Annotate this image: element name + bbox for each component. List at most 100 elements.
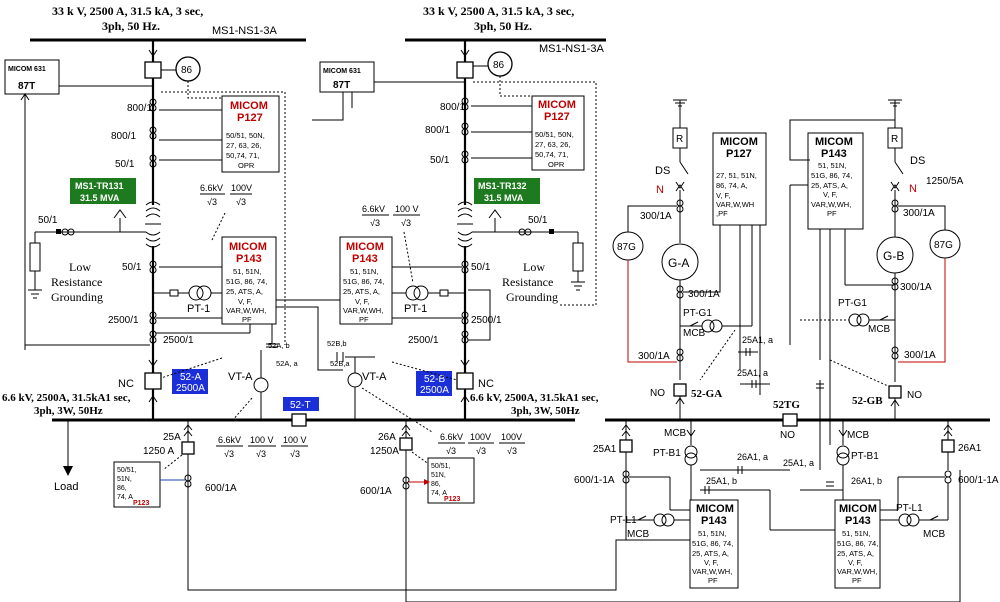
svg-text:MICOM: MICOM [815,136,853,148]
svg-text:300/1A: 300/1A [903,208,935,219]
svg-text:25, ATS, A,: 25, ATS, A, [837,549,874,558]
svg-text:2500A: 2500A [420,385,449,396]
left-pt1: PT-1 [187,303,210,315]
bus-tie-52tg[interactable] [782,413,798,427]
svg-text:27, 63, 26,: 27, 63, 26, [535,140,570,149]
left-micom-p143 [221,236,277,325]
svg-text:52-A: 52-A [180,372,201,383]
svg-text:51, 51N,: 51, 51N, [698,529,726,538]
svg-text:DS: DS [910,155,925,167]
svg-text:3ph, 3W, 50Hz: 3ph, 3W, 50Hz [511,405,580,417]
svg-text:√3: √3 [224,449,234,459]
right-52b-label [416,371,452,396]
svg-text:Low: Low [69,260,91,274]
svg-text:52A, b: 52A, b [268,341,290,350]
svg-text:PF: PF [852,576,862,585]
svg-text:51N,: 51N, [431,472,446,479]
svg-text:MICOM 631: MICOM 631 [323,68,361,75]
left-bus-name: MS1-NS1-3A [212,25,277,37]
right-breaker-52b[interactable] [456,372,474,390]
left-hv-breaker[interactable] [144,61,162,79]
svg-text:MICOM: MICOM [839,503,877,515]
svg-text:50/51, 50N,: 50/51, 50N, [226,131,265,140]
svg-text:G-B: G-B [883,249,904,263]
breaker-52ga[interactable] [673,383,687,397]
svg-text:PT-B1: PT-B1 [851,451,879,462]
gen-micom-p143 [807,132,864,230]
svg-text:MS1-TR132: MS1-TR132 [478,181,527,191]
svg-text:MICOM: MICOM [720,136,758,148]
svg-text:MCB: MCB [847,430,870,441]
svg-text:6.6kV: 6.6kV [218,435,241,445]
svg-text:50/1: 50/1 [122,262,142,273]
svg-text:300/1A: 300/1A [900,282,932,293]
svg-text:52B,a: 52B,a [330,359,350,368]
right-incomer: 33 k V, 2500 A, 31.5 kA, 3 sec, 3ph, 50 … [276,4,606,433]
right-pt1: PT-1 [404,303,427,315]
svg-text:√3: √3 [401,218,411,228]
svg-text:PT-G1: PT-G1 [683,308,712,319]
left-feeder-p123 [113,461,161,508]
svg-text:300/1A: 300/1A [904,350,936,361]
svg-text:800/1: 800/1 [440,102,465,113]
svg-text:51N,: 51N, [117,476,132,483]
load-feeder: Load [54,420,78,493]
breaker-52gb[interactable] [888,385,902,399]
right-micom-p127 [531,95,585,171]
svg-text:MICOM 631: MICOM 631 [8,66,46,73]
svg-text:Grounding: Grounding [506,290,558,304]
left-supply-line1: 33 k V, 2500 A, 31.5 kA, 3 sec, [52,4,203,18]
left-breaker-52a[interactable] [144,372,162,390]
svg-text:V, F,: V, F, [823,190,837,199]
svg-text:6.6kV: 6.6kV [200,183,223,193]
svg-text:52-B: 52-B [424,374,445,385]
svg-text:VAR,W,WH,: VAR,W,WH, [343,306,383,315]
svg-text:2500/1: 2500/1 [408,335,439,346]
svg-text:26A1, a: 26A1, a [737,452,768,462]
svg-text:NO: NO [650,388,665,399]
svg-text:50,74, 71,: 50,74, 71, [226,151,259,160]
svg-text:1250A: 1250A [370,446,399,457]
svg-text:74, A: 74, A [431,490,447,497]
svg-text:26A1, b: 26A1, b [851,476,882,486]
svg-text:OPR: OPR [238,161,255,170]
svg-text:51G, 86, 74,: 51G, 86, 74, [343,277,384,286]
svg-text:V, F,: V, F, [355,297,369,306]
svg-text:25A1, a: 25A1, a [742,335,773,345]
svg-text:V, F,: V, F, [848,558,862,567]
svg-text:86,: 86, [431,481,441,488]
svg-text:100V: 100V [470,432,491,442]
svg-text:27, 51, 51N,: 27, 51, 51N, [716,171,757,180]
svg-text:51, 51N,: 51, 51N, [233,267,261,276]
svg-text:VAR,W,WH,: VAR,W,WH, [837,567,877,576]
svg-text:G-A: G-A [668,256,689,270]
svg-text:51, 51N,: 51, 51N, [842,529,870,538]
right-micom631 [319,61,375,93]
svg-text:51G, 86, 74,: 51G, 86, 74, [226,277,267,286]
gen-micom-p127 [712,132,767,226]
svg-text:3ph, 50 Hz.: 3ph, 50 Hz. [474,19,532,33]
svg-text:P123: P123 [444,496,460,503]
svg-text:50/51, 50N,: 50/51, 50N, [535,130,574,139]
svg-text:P123: P123 [133,500,149,507]
svg-text:2500/1: 2500/1 [163,335,194,346]
svg-text:100V: 100V [501,432,522,442]
svg-text:6.6kV: 6.6kV [362,204,385,214]
svg-text:52-GA: 52-GA [691,388,722,400]
svg-text:MS1-NS1-3A: MS1-NS1-3A [539,43,604,55]
svg-text:√3: √3 [256,449,266,459]
svg-text:V, F,: V, F, [704,558,718,567]
bus-tie-breaker-52t[interactable] [291,413,307,427]
svg-text:P127: P127 [726,148,752,160]
right-hv-breaker[interactable] [456,61,474,79]
svg-text:25A1, a: 25A1, a [737,368,768,378]
svg-text:R: R [891,134,898,145]
svg-text:100 V: 100 V [283,435,307,445]
svg-text:Resistance: Resistance [51,275,102,289]
svg-text:VAR,W,WH: VAR,W,WH [716,200,754,209]
svg-text:2500/1: 2500/1 [108,315,139,326]
svg-text:50/1: 50/1 [115,159,135,170]
svg-text:50/51,: 50/51, [431,463,451,470]
svg-text:1250 A: 1250 A [143,446,174,457]
